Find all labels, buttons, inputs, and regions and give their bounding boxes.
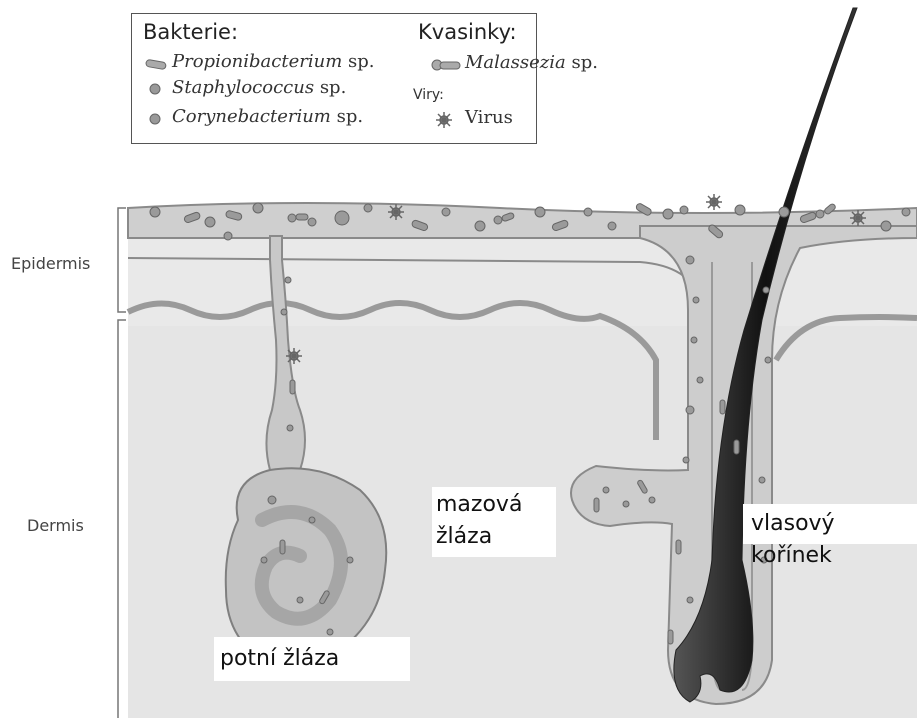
rod-bacterium-icon	[144, 58, 168, 70]
legend-viruses-heading: Viry:	[413, 87, 444, 103]
epidermis-bracket	[118, 208, 126, 312]
sebaceous-gland-text-line2: žláza	[436, 521, 556, 553]
hair-root-text: vlasový kořínek	[751, 511, 835, 568]
epidermis-label: Epidermis	[11, 254, 90, 273]
yeast-icon	[430, 58, 462, 72]
sebaceous-gland-label: mazová žláza	[432, 487, 556, 557]
legend-item-staphylococcus: Staphylococcus sp.	[172, 77, 346, 98]
sweat-gland-label: potní žláza	[214, 637, 410, 681]
dermis-label: Dermis	[27, 516, 84, 535]
legend-bacteria-heading: Bakterie:	[143, 20, 238, 44]
hair-root-label: vlasový kořínek	[743, 504, 917, 544]
legend-item-virus: Virus	[465, 107, 513, 128]
coryne-bacterium-icon	[148, 112, 162, 126]
legend-fungi-heading: Kvasinky:	[418, 20, 517, 44]
virus-icon	[434, 110, 454, 130]
legend-box: Bakterie: Kvasinky: Propionibacterium sp…	[131, 13, 537, 144]
legend-item-propionibacterium: Propionibacterium sp.	[172, 51, 374, 72]
dermis-bracket	[118, 320, 126, 718]
coccus-bacterium-icon	[148, 82, 162, 96]
legend-item-malassezia: Malassezia sp.	[465, 52, 598, 73]
sweat-gland-text: potní žláza	[220, 646, 339, 671]
sebaceous-gland-text-line1: mazová	[436, 489, 556, 521]
legend-item-corynebacterium: Corynebacterium sp.	[172, 106, 363, 127]
